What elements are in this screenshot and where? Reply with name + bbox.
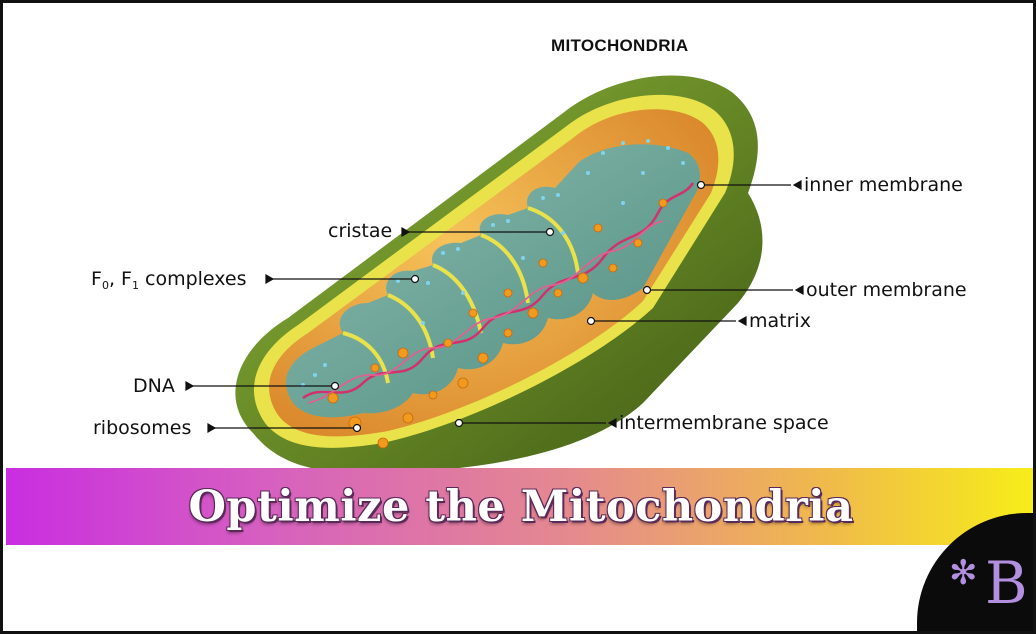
- label-ribosomes: ribosomes: [93, 417, 192, 439]
- label-matrix: matrix: [749, 310, 811, 332]
- logo-letter: B: [985, 549, 1028, 617]
- mitochondrion-illustration: [185, 75, 804, 473]
- diagram-title: MITOCHONDRIA: [551, 36, 689, 55]
- dna-strand-2: [307, 220, 664, 404]
- label-f0-f1-complexes: F0, F1 complexes: [91, 268, 247, 297]
- complexes-sub1: 1: [131, 279, 139, 292]
- label-cristae: cristae: [328, 220, 393, 242]
- label-intermembrane-space: intermembrane space: [619, 412, 829, 434]
- leader-endpoints: [330, 180, 706, 433]
- label-inner-membrane: inner membrane: [804, 174, 963, 196]
- asterisk-icon: ✻: [949, 553, 978, 593]
- label-dna: DNA: [133, 375, 175, 397]
- complexes-prefix: F: [91, 268, 102, 290]
- banner-title: Optimize the Mitochondria: [188, 481, 854, 532]
- matrix-region: [285, 144, 700, 418]
- title-banner: Optimize the Mitochondria: [6, 468, 1033, 545]
- label-outer-membrane: outer membrane: [806, 279, 967, 301]
- brand-logo: ✻ B: [917, 513, 1033, 631]
- complexes-sub0: 0: [101, 279, 109, 292]
- leader-lines: [185, 179, 804, 434]
- complexes-mid: , F: [108, 268, 132, 290]
- complexes-suffix: complexes: [138, 268, 247, 290]
